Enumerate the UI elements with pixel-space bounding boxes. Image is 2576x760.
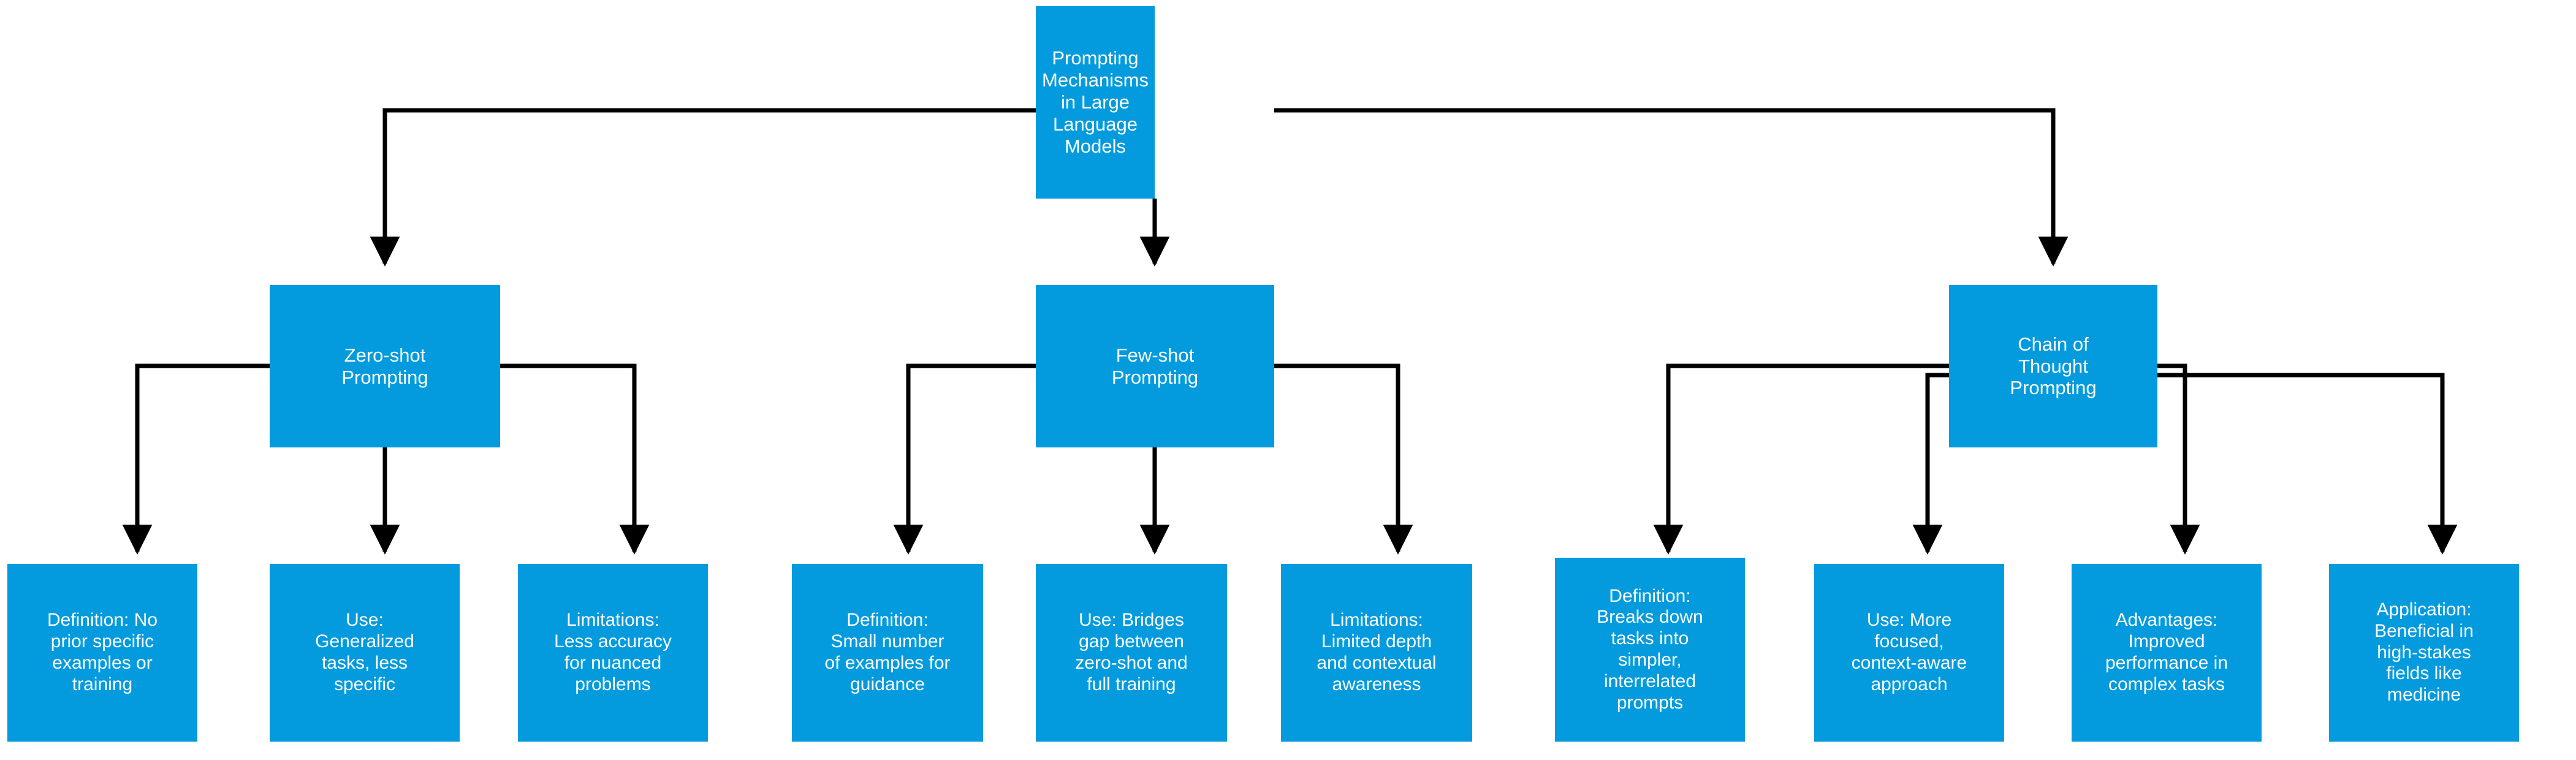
node-few-shot[interactable]: Few-shot Prompting [1036,285,1274,447]
node-fs-definition[interactable]: Definition: Small number of examples for… [792,564,983,742]
edge-zero-shot-to-limitations [500,363,650,555]
node-cot-use[interactable]: Use: More focused, context-aware approac… [1814,564,2004,742]
node-cot-definition[interactable]: Definition: Breaks down tasks into simpl… [1555,558,1745,742]
node-chain-of-thought[interactable]: Chain of Thought Prompting [1949,285,2157,447]
edge-cot-to-use [1912,373,1949,555]
edge-few-shot-to-limitations [1274,363,1413,555]
edge-few-shot-to-definition [893,363,1036,555]
node-root[interactable]: Prompting Mechanisms in Large Language M… [1036,6,1155,199]
node-zero-shot[interactable]: Zero-shot Prompting [270,285,500,447]
edge-cot-to-advantages [2157,363,2200,555]
edge-root-to-chain-of-thought [1274,108,2069,267]
edge-zero-shot-to-definition [122,363,270,555]
node-fs-use[interactable]: Use: Bridges gap between zero-shot and f… [1036,564,1227,742]
node-zs-definition[interactable]: Definition: No prior specific examples o… [7,564,197,742]
node-fs-limitations[interactable]: Limitations: Limited depth and contextua… [1281,564,1472,742]
node-cot-advantages[interactable]: Advantages: Improved performance in comp… [2072,564,2262,742]
edge-cot-to-definition [1653,363,1949,555]
node-zs-use[interactable]: Use: Generalized tasks, less specific [270,564,460,742]
node-cot-application[interactable]: Application: Beneficial in high-stakes f… [2329,564,2519,742]
edge-cot-to-application [2157,373,2458,555]
node-zs-limitations[interactable]: Limitations: Less accuracy for nuanced p… [518,564,708,742]
edge-root-to-zero-shot [370,108,1036,267]
